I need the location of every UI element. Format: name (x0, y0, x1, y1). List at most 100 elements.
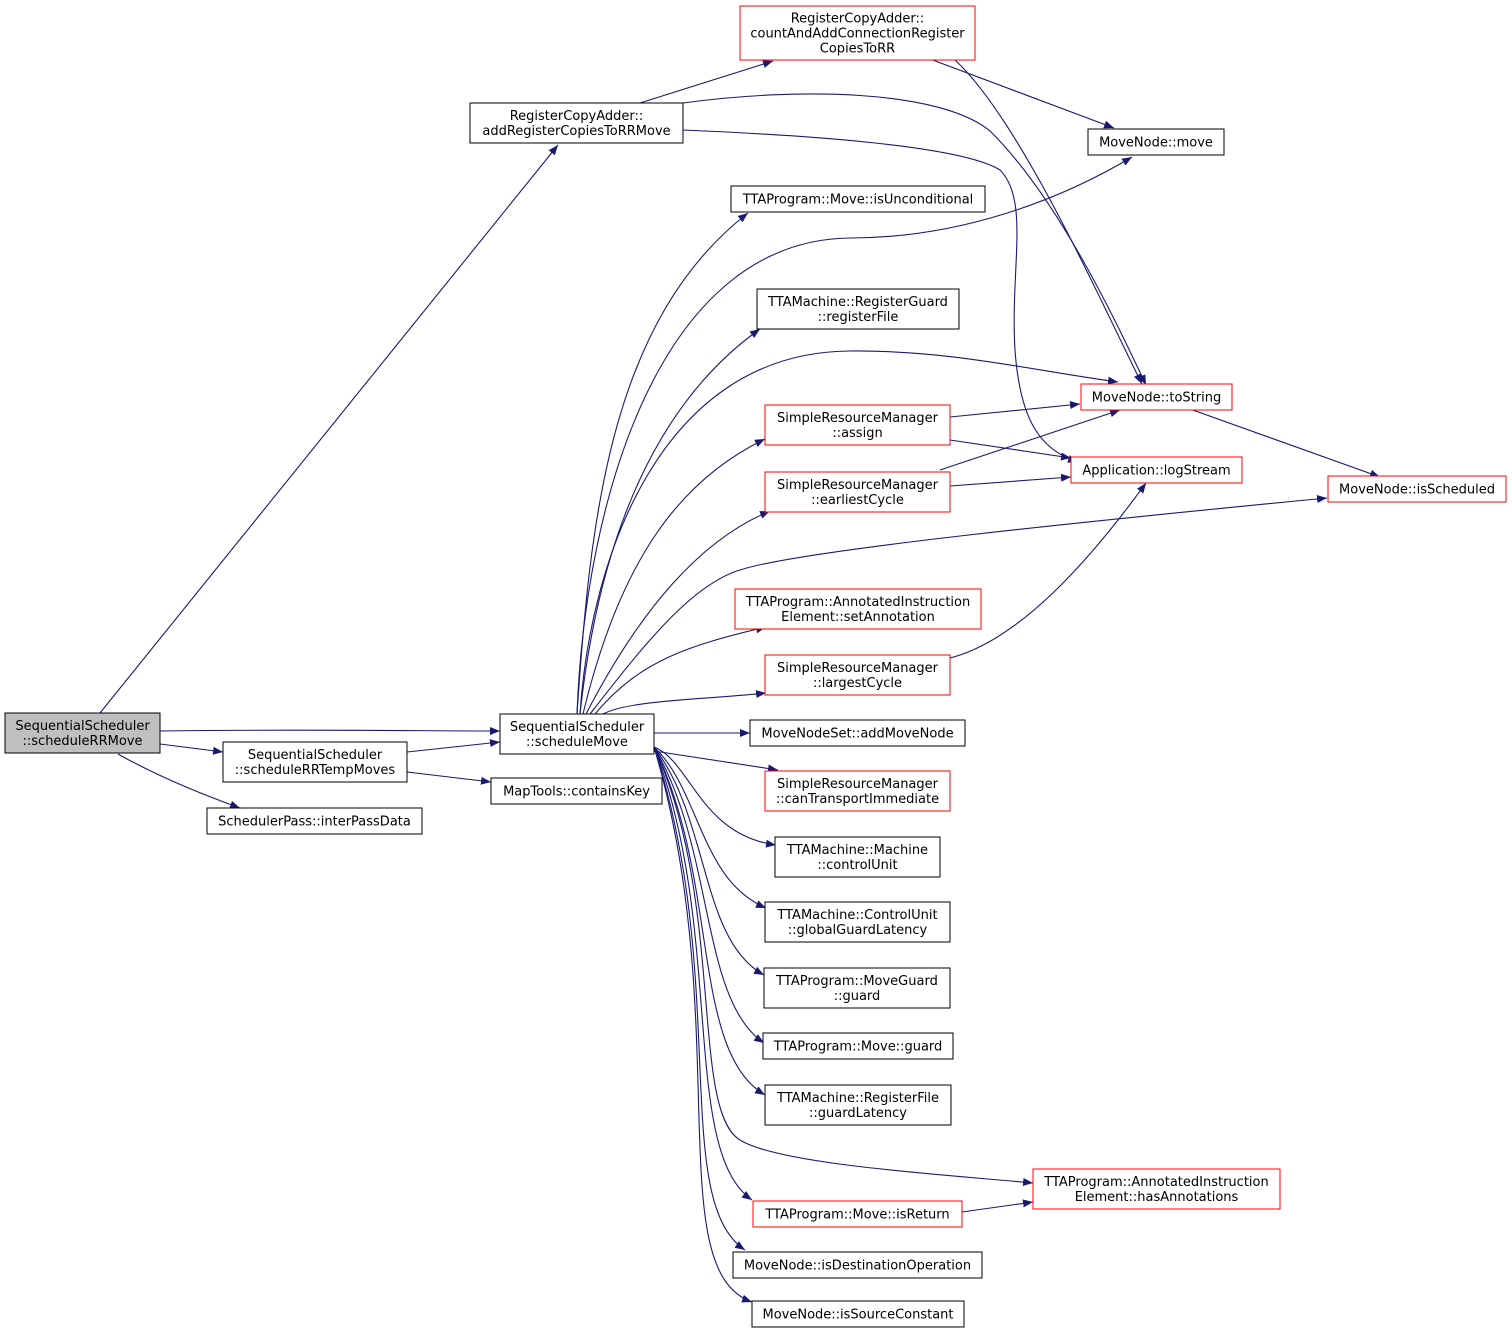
node-box[interactable] (756, 288, 960, 330)
node-box[interactable] (751, 1300, 965, 1328)
node-log-stream[interactable]: Application::logStream (1070, 456, 1243, 484)
node-box[interactable] (764, 1084, 952, 1126)
node-register-file[interactable]: TTAMachine::RegisterGuard::registerFile (756, 288, 960, 330)
node-box[interactable] (730, 185, 986, 213)
node-is-destination-operation[interactable]: MoveNode::isDestinationOperation (732, 1251, 983, 1279)
edge-schedulerrmove-to-scheduletempmoves (159, 743, 224, 755)
node-box[interactable] (1032, 1168, 1281, 1210)
node-guard-latency[interactable]: TTAMachine::RegisterFile::guardLatency (764, 1084, 952, 1126)
node-box[interactable] (732, 1251, 983, 1279)
node-label-line: TTAProgram::AnnotatedInstruction (745, 595, 970, 610)
node-label-line: MoveNodeSet::addMoveNode (761, 727, 953, 742)
node-count-and-add[interactable]: RegisterCopyAdder::countAndAddConnection… (739, 5, 976, 61)
edge-schedulemove-to-isreturn (653, 746, 753, 1201)
node-is-unconditional[interactable]: TTAProgram::Move::isUnconditional (730, 185, 986, 213)
edge-schedulerrmove-to-interpassdata (117, 753, 241, 809)
node-label-line: RegisterCopyAdder:: (791, 12, 925, 27)
node-schedule-move[interactable]: SequentialScheduler::scheduleMove (499, 713, 655, 755)
node-label-line: MapTools::containsKey (503, 785, 650, 800)
node-box[interactable] (499, 713, 655, 755)
node-box[interactable] (1070, 456, 1243, 484)
node-is-return[interactable]: TTAProgram::Move::isReturn (752, 1200, 963, 1228)
node-box[interactable] (222, 741, 408, 783)
node-label-line: TTAProgram::Move::isUnconditional (742, 193, 974, 208)
node-label-line: ::controlUnit (817, 858, 897, 873)
node-move-guard-guard[interactable]: TTAProgram::MoveGuard::guard (763, 967, 951, 1009)
node-box[interactable] (490, 777, 663, 805)
edge-temp-to-containskey (406, 771, 492, 785)
node-label-line: SimpleResourceManager (777, 661, 939, 676)
node-label-line: ::largestCycle (813, 676, 902, 691)
node-box[interactable] (469, 102, 684, 144)
node-box[interactable] (752, 1200, 963, 1228)
edge-schedulemove-to-registerfile (579, 328, 761, 715)
node-box[interactable] (206, 807, 423, 835)
node-has-annotations[interactable]: TTAProgram::AnnotatedInstructionElement:… (1032, 1168, 1281, 1210)
edge-schedulemove-to-moveguard (653, 746, 765, 1044)
edge-largestcycle-to-logstream (949, 482, 1147, 659)
node-to-string[interactable]: MoveNode::toString (1080, 383, 1233, 411)
node-label-line: ::scheduleRRTempMoves (235, 763, 396, 778)
edge-temp-to-schedulemove (406, 739, 501, 753)
edge-schedulemove-to-issourceconstant (653, 746, 753, 1303)
node-set-annotation[interactable]: TTAProgram::AnnotatedInstructionElement:… (734, 588, 982, 630)
node-assign[interactable]: SimpleResourceManager::assign (764, 404, 951, 446)
edge-schedulemove-to-guardlatency (653, 746, 766, 1096)
edge-isreturn-to-hasannotations (961, 1199, 1034, 1213)
node-box[interactable] (762, 1032, 954, 1060)
node-box[interactable] (764, 770, 951, 812)
node-schedule-rr-temp-moves[interactable]: SequentialScheduler::scheduleRRTempMoves (222, 741, 408, 783)
node-box[interactable] (763, 967, 951, 1009)
node-is-source-constant[interactable]: MoveNode::isSourceConstant (751, 1300, 965, 1328)
node-label-line: MoveNode::isDestinationOperation (744, 1259, 971, 1274)
node-box[interactable] (764, 404, 951, 446)
node-add-register-copies[interactable]: RegisterCopyAdder::addRegisterCopiesToRR… (469, 102, 684, 144)
node-control-unit[interactable]: TTAMachine::Machine::controlUnit (774, 836, 941, 878)
edge-schedulemove-to-tostring (579, 350, 1119, 715)
node-label-line: TTAMachine::RegisterGuard (767, 295, 948, 310)
node-is-scheduled[interactable]: MoveNode::isScheduled (1327, 475, 1507, 503)
edge-schedulemove-to-moveguardguard (653, 746, 765, 976)
node-label-line: ::globalGuardLatency (788, 923, 928, 938)
node-box[interactable] (739, 5, 976, 61)
node-add-move-node[interactable]: MoveNodeSet::addMoveNode (749, 719, 966, 747)
node-earliest-cycle[interactable]: SimpleResourceManager::earliestCycle (764, 471, 951, 513)
node-label-line: SequentialScheduler (510, 720, 645, 735)
node-label-line: TTAMachine::RegisterFile (776, 1091, 939, 1106)
node-move-guard[interactable]: TTAProgram::Move::guard (762, 1032, 954, 1060)
node-label-line: Element::setAnnotation (781, 610, 935, 625)
node-label-line: ::registerFile (818, 310, 899, 325)
node-global-guard-latency[interactable]: TTAMachine::ControlUnit::globalGuardLate… (764, 901, 951, 943)
node-contains-key[interactable]: MapTools::containsKey (490, 777, 663, 805)
node-box[interactable] (774, 836, 941, 878)
node-label-line: SequentialScheduler (15, 719, 150, 734)
node-box[interactable] (764, 901, 951, 943)
node-box[interactable] (1080, 383, 1233, 411)
node-label-line: MoveNode::move (1099, 136, 1213, 151)
node-move-node-move[interactable]: MoveNode::move (1087, 128, 1225, 156)
node-label-line: MoveNode::isSourceConstant (762, 1308, 953, 1323)
node-label-line: ::scheduleMove (526, 735, 628, 750)
edge-earliestcycle-to-logstream (949, 473, 1072, 487)
node-box[interactable] (764, 654, 951, 696)
node-box[interactable] (1087, 128, 1225, 156)
edge-assign-to-tostring (949, 401, 1081, 418)
node-box[interactable] (1327, 475, 1507, 503)
node-label-line: CopiesToRR (820, 42, 895, 57)
node-box[interactable] (764, 471, 951, 513)
node-box[interactable] (4, 712, 161, 754)
node-box[interactable] (734, 588, 982, 630)
node-schedule-rr-move[interactable]: SequentialScheduler::scheduleRRMove (4, 712, 161, 754)
edge-schedulerrmove-to-addregistercopies (99, 144, 559, 714)
node-largest-cycle[interactable]: SimpleResourceManager::largestCycle (764, 654, 951, 696)
node-label-line: countAndAddConnectionRegister (750, 27, 965, 42)
edge-assign-to-logstream (949, 439, 1072, 461)
node-box[interactable] (749, 719, 966, 747)
node-label-line: ::canTransportImmediate (776, 792, 939, 807)
node-inter-pass-data[interactable]: SchedulerPass::interPassData (206, 807, 423, 835)
edge-countandadd-to-tostring (954, 59, 1143, 385)
edge-earliestcycle-to-tostring (939, 409, 1121, 471)
node-label-line: TTAProgram::Move::guard (773, 1040, 943, 1055)
node-can-transport-immediate[interactable]: SimpleResourceManager::canTransportImmed… (764, 770, 951, 812)
